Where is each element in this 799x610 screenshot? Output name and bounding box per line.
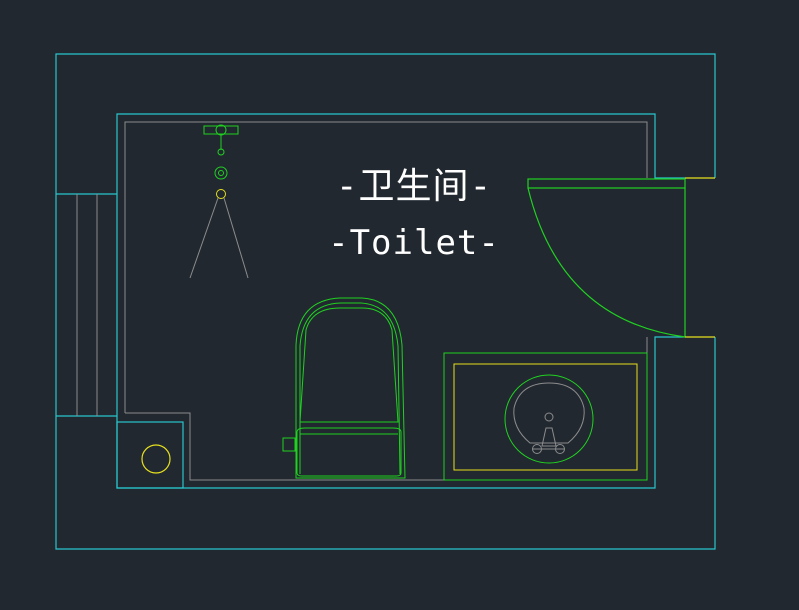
toilet-tank xyxy=(296,427,402,477)
toilet-flush-button xyxy=(282,437,296,452)
sink-bowl-inner xyxy=(513,382,585,444)
shower-valve-bar xyxy=(203,125,239,135)
vanity-counter xyxy=(443,352,648,481)
inner-wall-outline xyxy=(116,113,685,489)
shower-spray-right xyxy=(223,197,249,279)
vanity-basin-frame xyxy=(453,363,638,471)
sink-fixture-icon xyxy=(443,352,648,481)
door-swing-icon xyxy=(527,178,686,338)
door-swing-arc xyxy=(527,187,686,338)
shower-spray-left xyxy=(189,197,219,279)
floor-finish-outline xyxy=(124,121,648,413)
window xyxy=(76,194,98,416)
sink-drain xyxy=(544,412,554,422)
floor-drain-icon xyxy=(141,444,171,474)
shower-drain-ring xyxy=(216,189,226,199)
room-name-cn: -卫生间- xyxy=(336,166,492,207)
shower-pipe-end xyxy=(217,148,225,156)
toilet-bowl-outer xyxy=(295,297,406,479)
shower-head-center xyxy=(218,170,224,176)
toilet-seat xyxy=(299,307,399,423)
shower-fixture-icon xyxy=(189,124,249,279)
toilet-bowl-mid xyxy=(299,302,401,475)
sink-bowl-outer xyxy=(504,374,594,464)
toilet-fixture-icon xyxy=(282,297,406,479)
walls xyxy=(55,53,716,550)
corner-shaft xyxy=(116,421,184,489)
door-leaf xyxy=(527,178,686,189)
room-name-en: -Toilet- xyxy=(328,223,500,263)
shower-head xyxy=(214,166,228,180)
outer-wall-outline xyxy=(55,53,716,550)
